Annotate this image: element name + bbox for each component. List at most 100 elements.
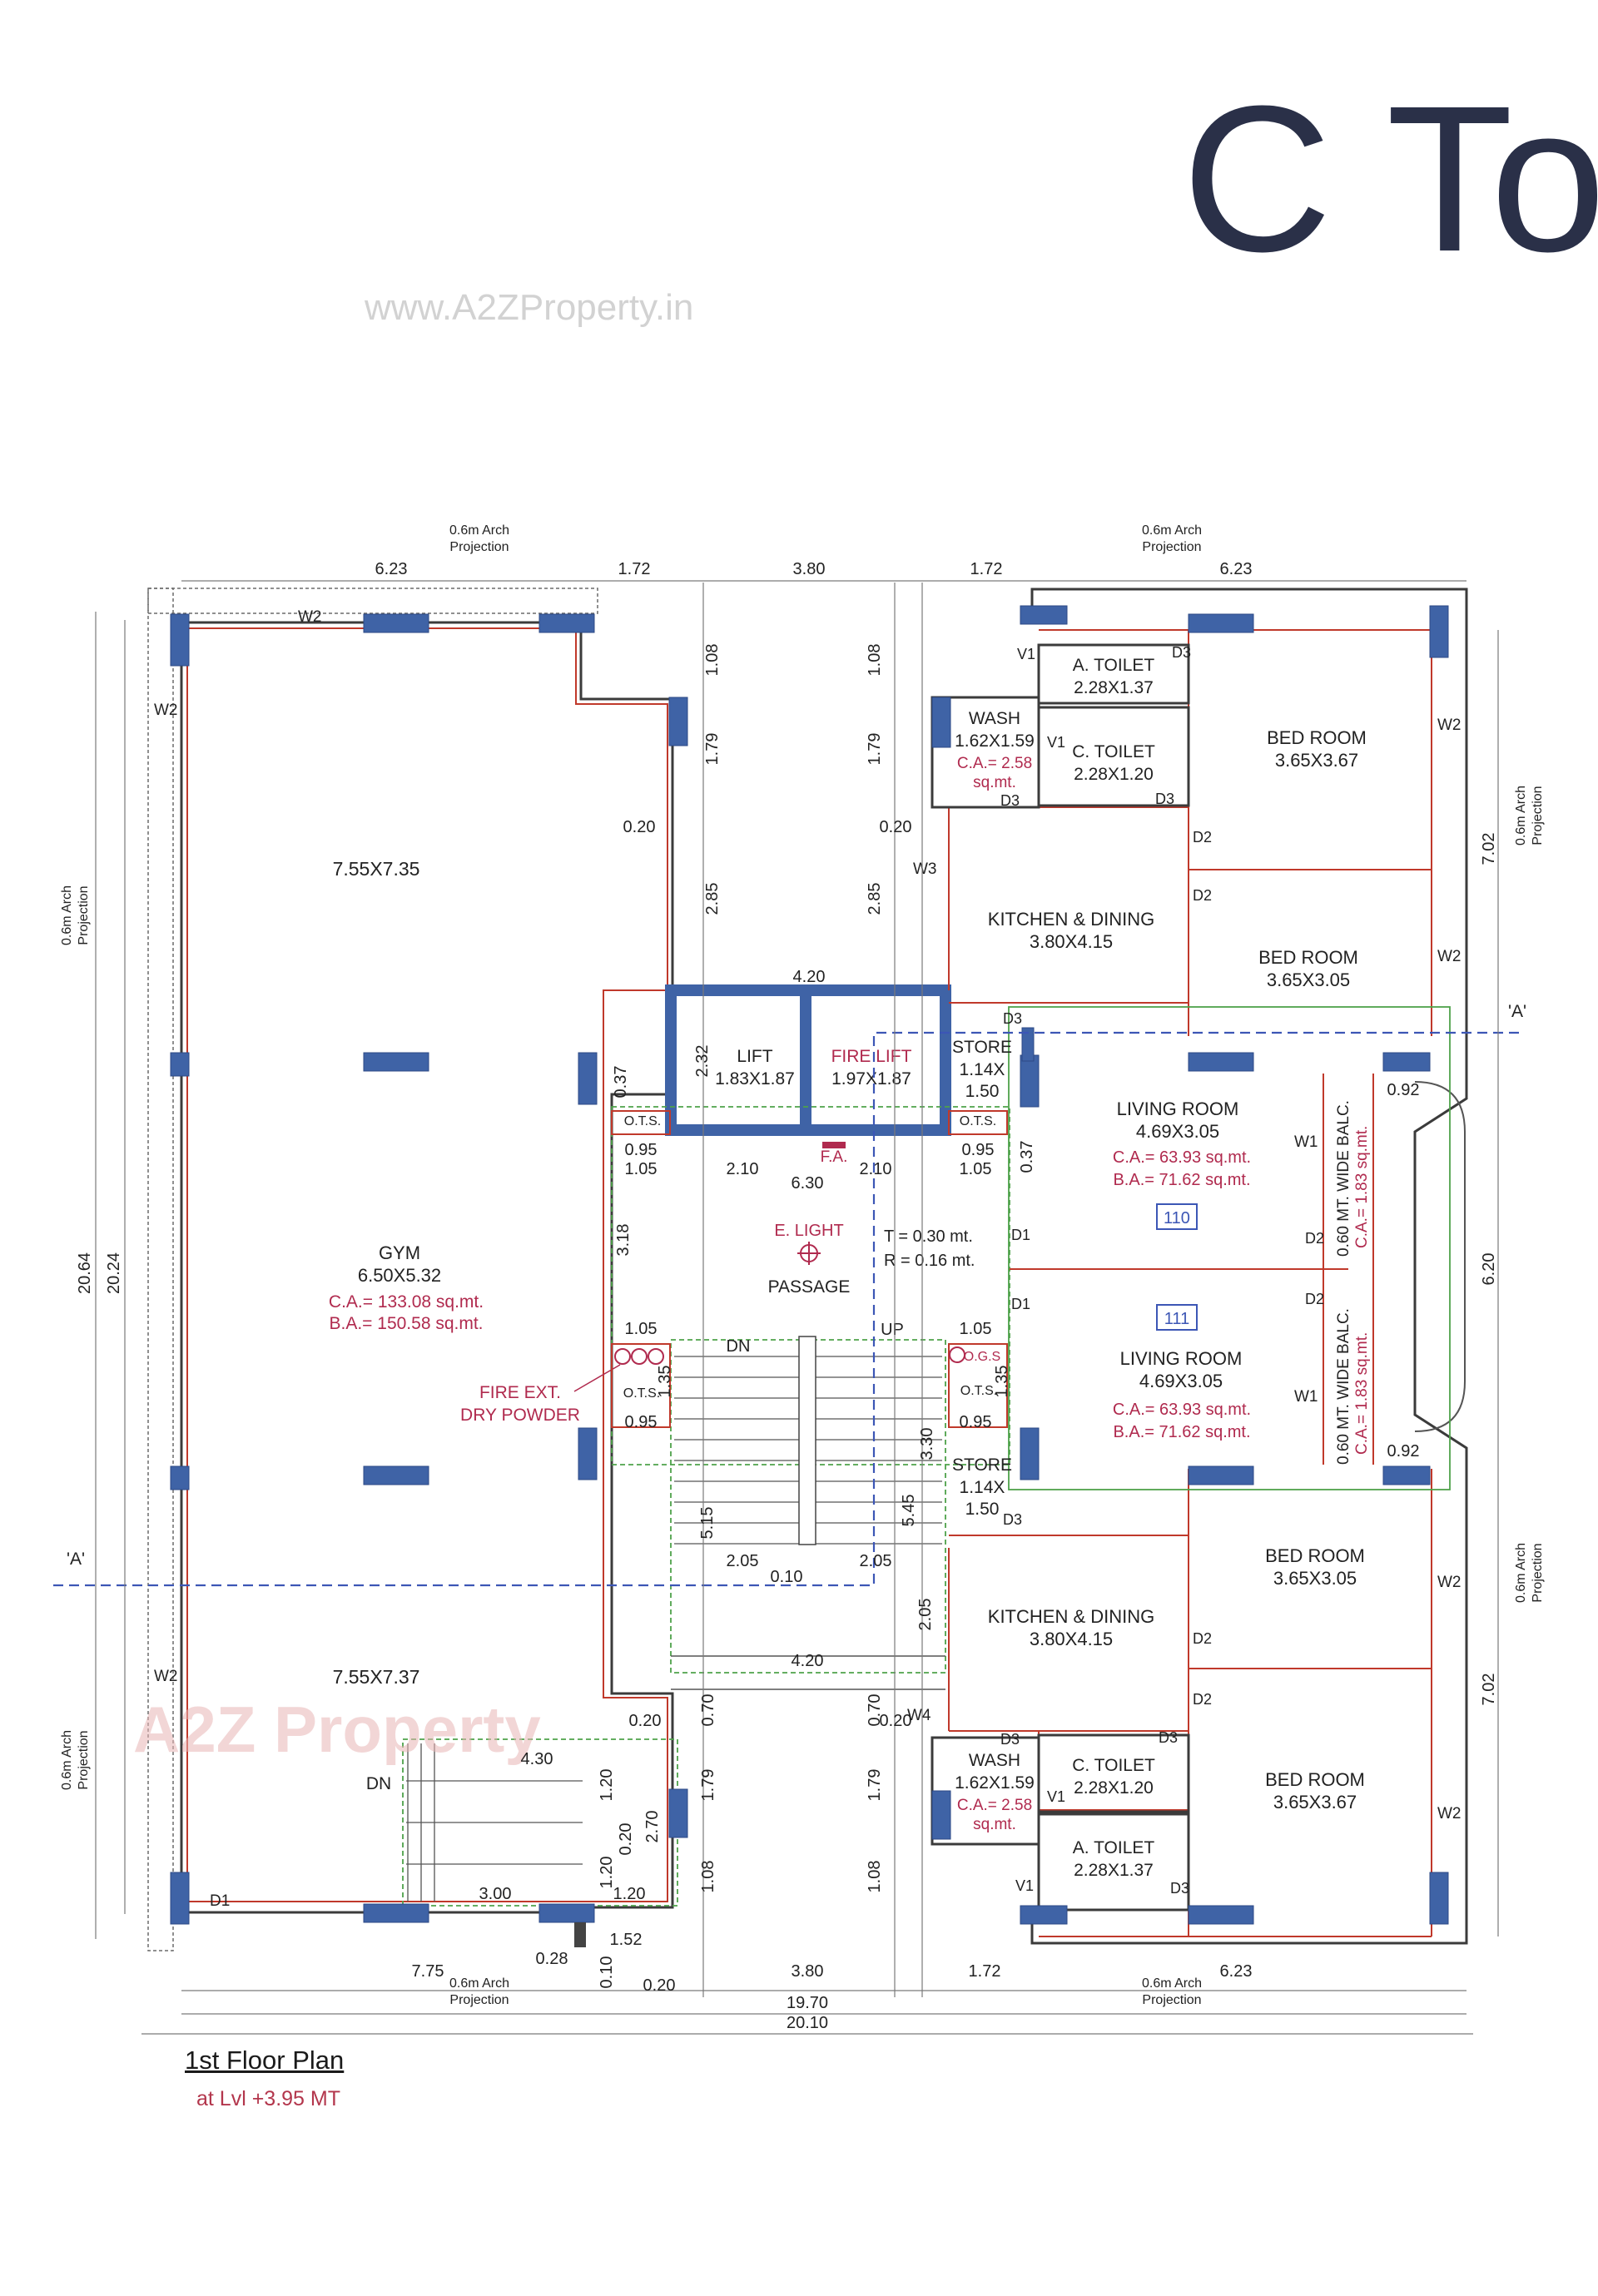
- dim-label: 3.18: [614, 1224, 633, 1257]
- gym-carpet-area: C.A.= 133.08 sq.mt.: [329, 1292, 484, 1312]
- column: [1188, 613, 1254, 633]
- column: [363, 613, 429, 633]
- dim-label: 0.95: [625, 1141, 658, 1159]
- column: [170, 1465, 190, 1490]
- living-green-outline: [1008, 1006, 1451, 1490]
- ots-label: O.T.S.: [623, 1386, 660, 1401]
- lift-label: LIFT: [737, 1047, 772, 1066]
- dim-label: 2.05: [727, 1552, 759, 1570]
- lift-size: 1.83X1.87: [715, 1069, 795, 1088]
- bedroom-size: 3.65X3.05: [1273, 1568, 1357, 1589]
- lower-dn-label: DN: [366, 1774, 391, 1793]
- ots-label: O.T.S.: [960, 1114, 996, 1128]
- dim-label: 0.95: [962, 1141, 995, 1159]
- living-room-size: 4.69X3.05: [1136, 1121, 1219, 1142]
- store-size-2: 1.50: [965, 1082, 1000, 1101]
- c-toilet-label: C. TOILET: [1072, 1756, 1155, 1775]
- store-size: 1.14X: [960, 1478, 1005, 1497]
- column: [1188, 1905, 1254, 1925]
- section-marker: 'A': [67, 1550, 85, 1569]
- dim-label: 0.10: [771, 1568, 803, 1586]
- living-carpet-area: C.A.= 63.93 sq.mt.: [1113, 1401, 1251, 1419]
- a-toilet-label: A. TOILET: [1073, 1838, 1155, 1857]
- opening-d1: D1: [210, 1892, 230, 1910]
- dim-label: 0.92: [1387, 1442, 1420, 1460]
- projection-label: 0.6m Arch: [449, 1976, 509, 1991]
- section-marker: 'A': [1508, 1002, 1526, 1021]
- dim-label: 2.70: [643, 1811, 662, 1843]
- dim-label: 1.05: [625, 1160, 658, 1178]
- living-built-area: B.A.= 71.62 sq.mt.: [1113, 1171, 1250, 1189]
- store-size: 1.14X: [960, 1060, 1005, 1079]
- projection-label: Projection: [1142, 540, 1201, 554]
- dim-label: 1.08: [866, 644, 884, 677]
- column: [1021, 1027, 1035, 1062]
- tower-title: C To: [1182, 62, 1598, 295]
- projection-label: 0.6m Arch: [1142, 1976, 1202, 1991]
- unit-number-111: 111: [1164, 1310, 1189, 1328]
- kitchen-label: KITCHEN & DINING: [988, 909, 1154, 930]
- dim-label: 0.37: [612, 1066, 630, 1098]
- kitchen-size: 3.80X4.15: [1030, 931, 1113, 952]
- curved-balcony-edge: [1414, 1081, 1466, 1432]
- projection-label: 0.6m Arch: [1514, 786, 1528, 846]
- living-room-label: LIVING ROOM: [1120, 1348, 1243, 1369]
- c-toilet-size: 2.28X1.20: [1074, 1778, 1154, 1798]
- dim-label: 6.20: [1480, 1253, 1498, 1286]
- unit-outer-wall: [1030, 588, 1468, 1945]
- dim-label: 1.20: [598, 1769, 616, 1802]
- tread-label: T = 0.30 mt.: [884, 1227, 973, 1246]
- dim-label: 0.20: [617, 1823, 635, 1856]
- dimension-lines: [95, 580, 1499, 2035]
- opening-w2: W2: [1437, 948, 1462, 965]
- dim-label: 1.05: [960, 1320, 992, 1338]
- column: [363, 1903, 429, 1923]
- plan-level: at Lvl +3.95 MT: [196, 2087, 340, 2110]
- projection-label: 0.6m Arch: [1142, 523, 1202, 538]
- dim-label: 7.02: [1480, 833, 1498, 865]
- dim-label: 0.92: [1387, 1081, 1420, 1099]
- fire-lift-label: FIRE LIFT: [831, 1047, 912, 1066]
- opening-v1: V1: [1017, 646, 1035, 662]
- column: [1429, 605, 1449, 658]
- left-block-gym: 7.55X7.35 GYM 6.50X5.32 C.A.= 133.08 sq.…: [133, 588, 688, 1951]
- column: [363, 1052, 429, 1072]
- stair-up-label: UP: [881, 1321, 904, 1339]
- dim-label: 0.28: [536, 1950, 568, 1968]
- wash-label: WASH: [969, 1751, 1020, 1770]
- main-stair-treads: [674, 1336, 942, 1545]
- dim-label: 3.30: [918, 1428, 936, 1460]
- dim-label: 0.20: [629, 1712, 662, 1730]
- opening-w2: W2: [154, 702, 178, 719]
- opening-w2: W2: [298, 608, 322, 626]
- fire-lift-size: 1.97X1.87: [831, 1069, 911, 1088]
- wash-size: 1.62X1.59: [955, 1773, 1035, 1793]
- opening-w2: W2: [1437, 1574, 1462, 1591]
- balcony-label: 0.60 MT. WIDE BALC.: [1335, 1100, 1352, 1257]
- ots-box: [611, 1110, 671, 1135]
- fire-ext-label: FIRE EXT.: [479, 1383, 561, 1402]
- dim-label: 1.20: [598, 1857, 616, 1889]
- plan-title: 1st Floor Plan: [185, 2046, 345, 2075]
- wash-carpet-area: C.A.= 2.58: [957, 1797, 1032, 1814]
- column: [931, 1790, 951, 1840]
- projection-label: Projection: [1531, 1543, 1545, 1602]
- opening-d2: D2: [1305, 1291, 1324, 1307]
- opening-d2: D2: [1193, 887, 1212, 904]
- dim-label: 6.23: [1220, 1962, 1253, 1981]
- a-toilet-size: 2.28X1.37: [1074, 1861, 1154, 1880]
- opening-d2: D2: [1193, 1691, 1212, 1708]
- core-lift-stair: LIFT 1.83X1.87 FIRE LIFT 1.97X1.87 F.A. …: [611, 984, 1010, 1690]
- opening-d2: D2: [1305, 1230, 1324, 1247]
- dim-label: 0.20: [643, 1976, 676, 1995]
- column: [578, 1427, 598, 1480]
- opening-d3: D3: [1003, 1511, 1022, 1528]
- hall-bottom-size: 7.55X7.37: [333, 1666, 420, 1688]
- fire-alarm-marker: [822, 1142, 846, 1148]
- column: [170, 1872, 190, 1925]
- dim-label: 0.10: [598, 1956, 616, 1989]
- projection-label: 0.6m Arch: [60, 1730, 74, 1790]
- a-toilet-label: A. TOILET: [1073, 656, 1155, 675]
- dim-label: 0.70: [699, 1694, 717, 1727]
